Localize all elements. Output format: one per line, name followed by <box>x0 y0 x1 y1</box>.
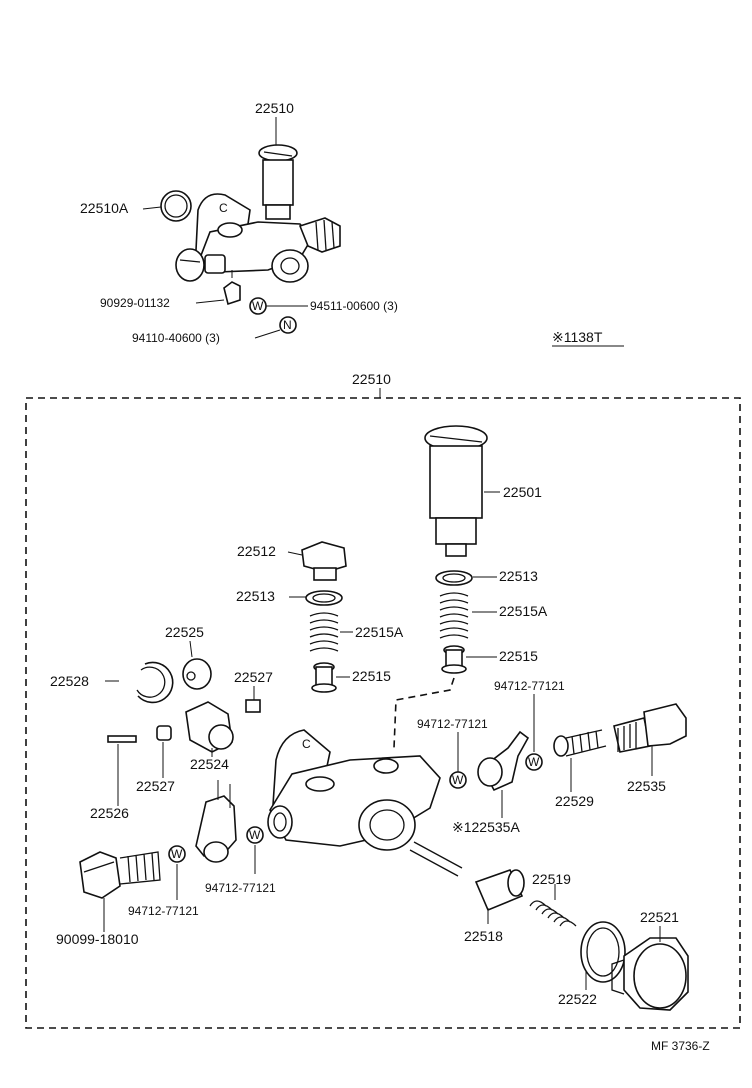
label-box-title: 22510 <box>352 371 391 387</box>
label-gasket-right: 22513 <box>499 568 538 584</box>
label-priming-pump: 22501 <box>503 484 542 500</box>
label-washer-top: 94511-00600 (3) <box>310 299 398 313</box>
label-clip-top: 90929-01132 <box>100 296 170 310</box>
label-plug-piston: 22521 <box>640 909 679 925</box>
label-union: ※122535A <box>452 819 520 835</box>
label-gasket-a: 94712-77121 <box>128 904 199 918</box>
pump-body: C <box>267 729 463 877</box>
left-bolt-parts: W 94712-77121 90099-18010 W 94712-77121 <box>56 780 276 947</box>
label-nut-top: 94110-40600 (3) <box>132 331 220 345</box>
label-valve-right: 22515 <box>499 648 538 664</box>
svg-text:C: C <box>219 201 228 215</box>
label-snap-ring: 22528 <box>50 673 89 689</box>
washer-symbol-b: W <box>249 828 261 842</box>
strainer-and-bolt: 22529 22535 <box>553 703 687 809</box>
piston-parts: 22518 22519 22522 22521 <box>464 869 689 1011</box>
label-gasket-b: 94712-77121 <box>205 881 276 895</box>
label-spring-right: 22515A <box>499 603 548 619</box>
label-bolt-left: 90099-18010 <box>56 931 139 947</box>
svg-text:C: C <box>302 737 311 751</box>
right-valve-stack: 22513 22515A 22515 <box>393 568 548 749</box>
label-gasket-d: 94712-77121 <box>494 679 565 693</box>
union-22535A: 94712-77121 W ※122535A 94712-77121 W <box>417 679 565 835</box>
label-shaft-pin: 22526 <box>90 805 129 821</box>
diagram-code: MF 3736-Z <box>651 1039 710 1053</box>
tappet-parts: 22525 22528 22527 22524 22526 22527 <box>50 624 273 821</box>
label-pin-lower: 22527 <box>136 778 175 794</box>
priming-pump-22501: 22501 <box>424 425 542 557</box>
label-union-bolt-right: 22535 <box>627 778 666 794</box>
label-gasket-left: 22513 <box>236 588 275 604</box>
label-valve-left: 22515 <box>352 668 391 684</box>
label-roller: 22525 <box>165 624 204 640</box>
label-tappet: 22524 <box>190 756 229 772</box>
label-pin-piston: 22518 <box>464 928 503 944</box>
label-pin-upper: 22527 <box>234 669 273 685</box>
left-valve-stack: 22512 22513 22515A 22515 <box>236 541 404 693</box>
nut-symbol-top: N <box>283 318 292 332</box>
washer-symbol-c: W <box>452 773 464 787</box>
label-spring-piston: 22519 <box>532 871 571 887</box>
label-strainer: 22529 <box>555 793 594 809</box>
label-plug: 22512 <box>237 543 276 559</box>
label-gasket-plug: 22522 <box>558 991 597 1007</box>
label-o-ring-top: 22510A <box>80 200 129 216</box>
top-pump-assembly: 22510 C 22510A 90929-01132 <box>80 100 624 347</box>
washer-symbol-d: W <box>528 755 540 769</box>
washer-symbol-top: W <box>252 299 264 313</box>
washer-symbol-a: W <box>171 847 183 861</box>
label-spring-left: 22515A <box>355 624 404 640</box>
exploded-view-box: 22510 <box>25 371 741 1029</box>
label-gasket-c: 94712-77121 <box>417 717 488 731</box>
note-top: ※1138T <box>552 329 603 345</box>
label-top-assembly: 22510 <box>255 100 294 116</box>
